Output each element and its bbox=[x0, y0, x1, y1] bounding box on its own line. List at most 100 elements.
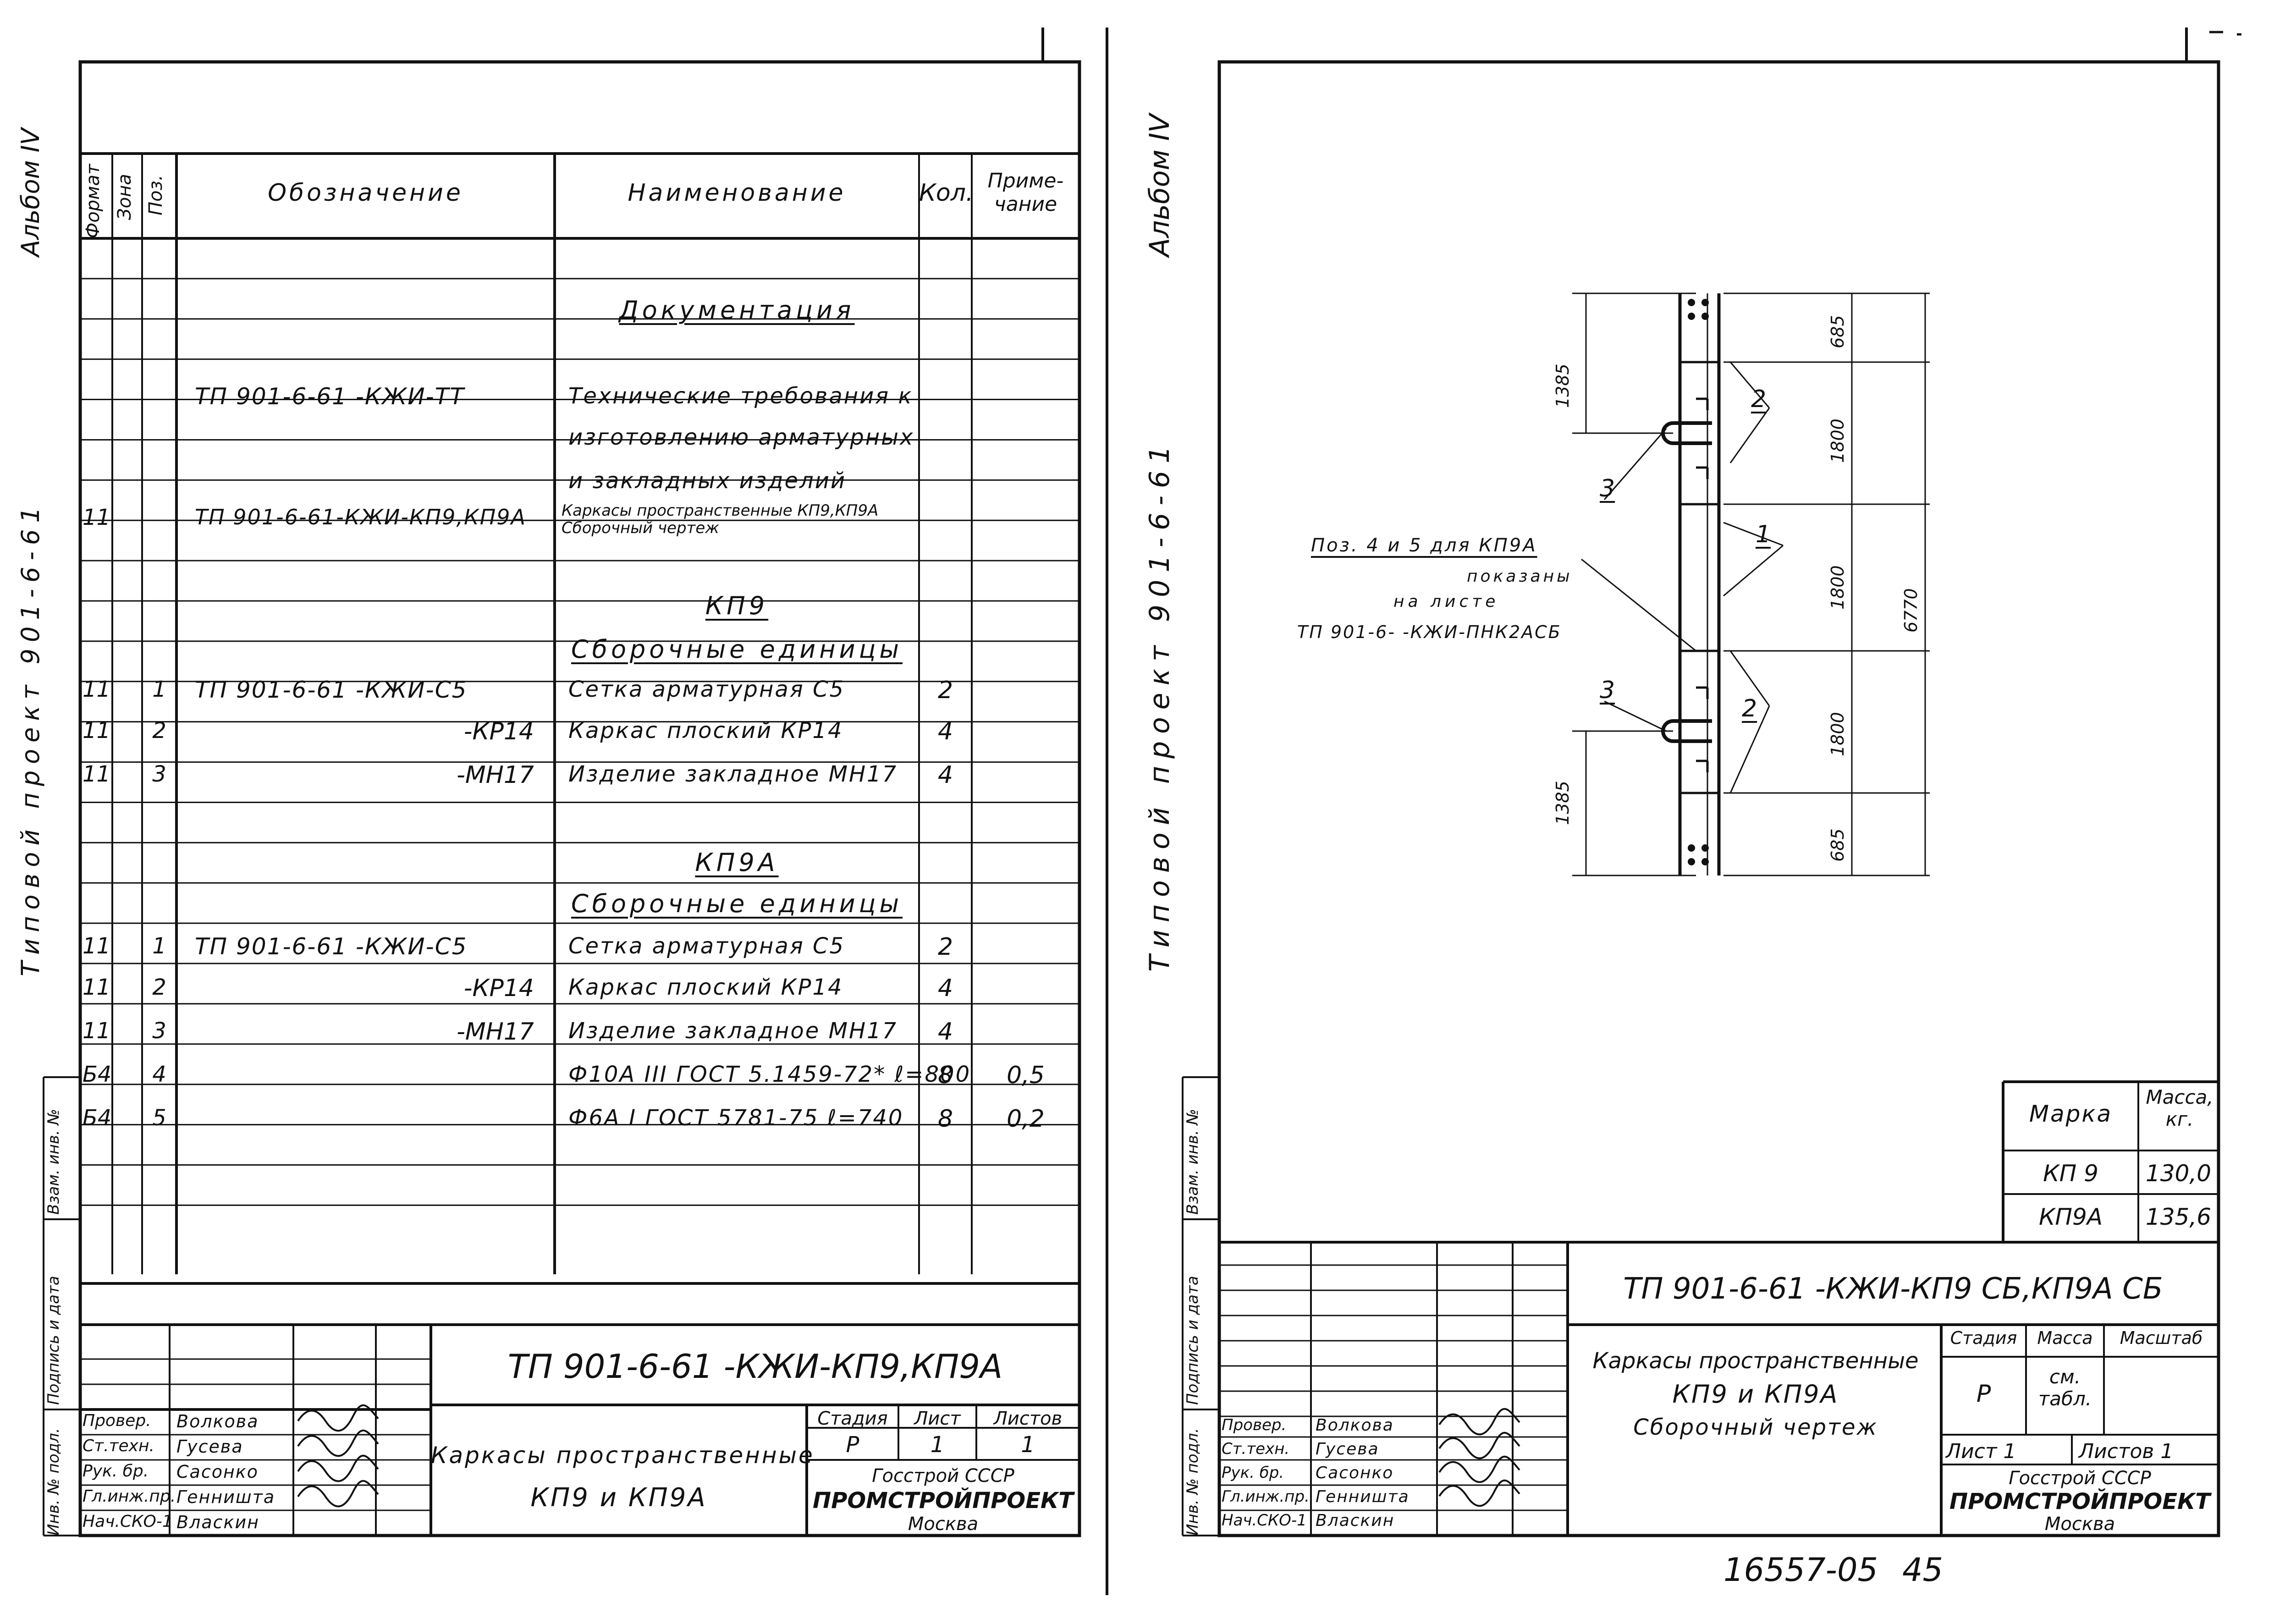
row-name2: Сборочный чертеж bbox=[562, 519, 719, 537]
bar-end-dot bbox=[1701, 858, 1709, 865]
left-stamp-code: ТП 901-6-61 -КЖИ-КП9,КП9А bbox=[507, 1347, 1003, 1386]
right-stamp-scale-h: Масштаб bbox=[2120, 1328, 2203, 1348]
header-designation: Обозначение bbox=[268, 179, 463, 207]
right-stamp-title3: Сборочный чертеж bbox=[1633, 1415, 1878, 1440]
right-stamp-mass-h: Масса bbox=[2037, 1328, 2093, 1348]
right-stamp-mass: см. табл. bbox=[2038, 1365, 2092, 1410]
row-designation: -КР14 bbox=[463, 718, 534, 745]
right-stamp-org3: Москва bbox=[2044, 1514, 2115, 1535]
row-format: 11 bbox=[83, 718, 111, 743]
right-signature-mark bbox=[1438, 1455, 1520, 1483]
row-name: и закладных изделий bbox=[568, 468, 847, 494]
row-format: 11 bbox=[83, 974, 111, 1000]
row-qty: 2 bbox=[937, 933, 953, 961]
frame-rect bbox=[78, 60, 1081, 1537]
right-stamp-role: Провер. bbox=[1222, 1416, 1287, 1434]
left-stamp-org2: ПРОМСТРОЙПРОЕКТ bbox=[813, 1488, 1074, 1514]
left-stamp-stage: Р bbox=[846, 1432, 859, 1458]
bar-end-dot bbox=[1701, 313, 1709, 320]
left-stamp-title2: КП9 и КП9А bbox=[530, 1483, 707, 1513]
bar-end-dot bbox=[1688, 313, 1695, 320]
row-name: Сетка арматурная С5 bbox=[568, 933, 845, 959]
row-name: Каркас плоский КР14 bbox=[568, 718, 843, 743]
row-qty: 4 bbox=[937, 761, 953, 789]
right-stamp-person: Волкова bbox=[1316, 1416, 1394, 1435]
footer-doc-number: 16557-05 bbox=[1723, 1551, 1878, 1589]
drawing-note-1: Поз. 4 и 5 для КП9А bbox=[1311, 535, 1537, 556]
right-stamp-code: ТП 901-6-61 -КЖИ-КП9 СБ,КП9А СБ bbox=[1623, 1272, 2163, 1306]
left-stamp-title1: Каркасы пространственные bbox=[431, 1442, 815, 1469]
mass-row-value: 130,0 bbox=[2145, 1160, 2212, 1187]
left-stamp-person: Сасонко bbox=[176, 1462, 259, 1482]
left-stamp-stage-h: Стадия bbox=[817, 1408, 888, 1429]
right-stamp-role: Ст.техн. bbox=[1222, 1440, 1290, 1458]
row-qty: 2 bbox=[937, 677, 953, 704]
right-stamp-sheet: Лист 1 bbox=[1946, 1440, 2016, 1463]
right-stamp-person: Власкин bbox=[1316, 1511, 1395, 1530]
mass-row-mark: КП 9 bbox=[2043, 1160, 2098, 1187]
right-signature-mark bbox=[1438, 1479, 1520, 1507]
right-stamp-person: Генништа bbox=[1316, 1487, 1410, 1506]
left-stamp-org1: Госстрой СССР bbox=[872, 1465, 1014, 1486]
row-qty: 8 bbox=[937, 1062, 953, 1089]
frame-line bbox=[1729, 705, 1770, 793]
header-note: Приме- чание bbox=[987, 169, 1064, 216]
frame-line bbox=[1723, 545, 1784, 597]
frame-line bbox=[1729, 407, 1770, 463]
drawing-note-3: на листе bbox=[1393, 592, 1499, 611]
bar-end-dot bbox=[1688, 299, 1695, 306]
row-qty: 4 bbox=[937, 1018, 953, 1046]
frame-rect bbox=[1217, 60, 2220, 1537]
row-note: 0,5 bbox=[1007, 1062, 1045, 1089]
bar-end-dot bbox=[1688, 844, 1695, 852]
frame-line bbox=[1729, 362, 1770, 408]
row-heading: Сборочные единицы bbox=[571, 889, 903, 918]
pos-label-2b: 2 bbox=[1742, 695, 1757, 722]
cage-drawing bbox=[1572, 292, 1930, 876]
row-pos: 2 bbox=[152, 718, 166, 743]
frame-line bbox=[1581, 558, 1696, 652]
left-stamp-sheet: 1 bbox=[930, 1432, 945, 1458]
right-stamp-person: Гусева bbox=[1316, 1440, 1379, 1459]
right-stamp-stage: Р bbox=[1976, 1380, 1991, 1408]
row-pos: 2 bbox=[152, 974, 166, 1000]
row-qty: 4 bbox=[937, 974, 953, 1002]
frame-line bbox=[1604, 700, 1667, 732]
right-stamp-person: Сасонко bbox=[1316, 1464, 1394, 1482]
row-note: 0,2 bbox=[1007, 1105, 1045, 1133]
row-designation: -КР14 bbox=[463, 974, 534, 1002]
pos-label-2a: 2 bbox=[1751, 385, 1767, 413]
left-signature-mark bbox=[297, 1429, 379, 1457]
left-stamp-sheets-h: Листов bbox=[993, 1408, 1063, 1429]
left-stamp-sheets: 1 bbox=[1021, 1432, 1035, 1458]
left-stamp-role: Провер. bbox=[83, 1411, 151, 1430]
row-name: Изделие закладное МН17 bbox=[568, 1018, 898, 1044]
row-format: 11 bbox=[83, 933, 111, 959]
bar-end-dot bbox=[1701, 299, 1709, 306]
right-signature-mark bbox=[1438, 1431, 1520, 1459]
mass-header-mark: Марка bbox=[2029, 1101, 2113, 1127]
header-qty: Кол. bbox=[919, 179, 974, 207]
footer-page-number: 45 bbox=[1902, 1551, 1944, 1589]
drawing-note-4: ТП 901-6- -КЖИ-ПНК2АСБ bbox=[1297, 622, 1562, 642]
left-stamp-person: Генништа bbox=[176, 1487, 275, 1507]
row-name: Каркасы пространственные КП9,КП9А bbox=[562, 501, 879, 520]
row-designation: -МН17 bbox=[457, 761, 534, 789]
left-stamp-person: Власкин bbox=[176, 1512, 260, 1532]
frame-line bbox=[1729, 650, 1770, 706]
mass-row-mark: КП9А bbox=[2038, 1204, 2103, 1230]
right-stamp-org2: ПРОМСТРОЙПРОЕКТ bbox=[1949, 1489, 2210, 1514]
left-stamp-role: Ст.техн. bbox=[83, 1437, 154, 1455]
row-pos: 3 bbox=[152, 761, 166, 787]
right-stamp-org1: Госстрой СССР bbox=[2009, 1468, 2151, 1489]
row-qty: 8 bbox=[937, 1105, 953, 1133]
right-stamp-stage-h: Стадия bbox=[1950, 1328, 2017, 1348]
row-format: 11 bbox=[83, 761, 111, 787]
right-stamp-role: Рук. бр. bbox=[1222, 1464, 1284, 1482]
header-name: Наименование bbox=[628, 179, 846, 207]
row-pos: 4 bbox=[152, 1062, 166, 1087]
row-name: Ф10А III ГОСТ 5.1459-72* ℓ=800 bbox=[568, 1062, 971, 1087]
row-heading: КП9А bbox=[695, 848, 779, 877]
bar-end-dot bbox=[1701, 844, 1709, 852]
